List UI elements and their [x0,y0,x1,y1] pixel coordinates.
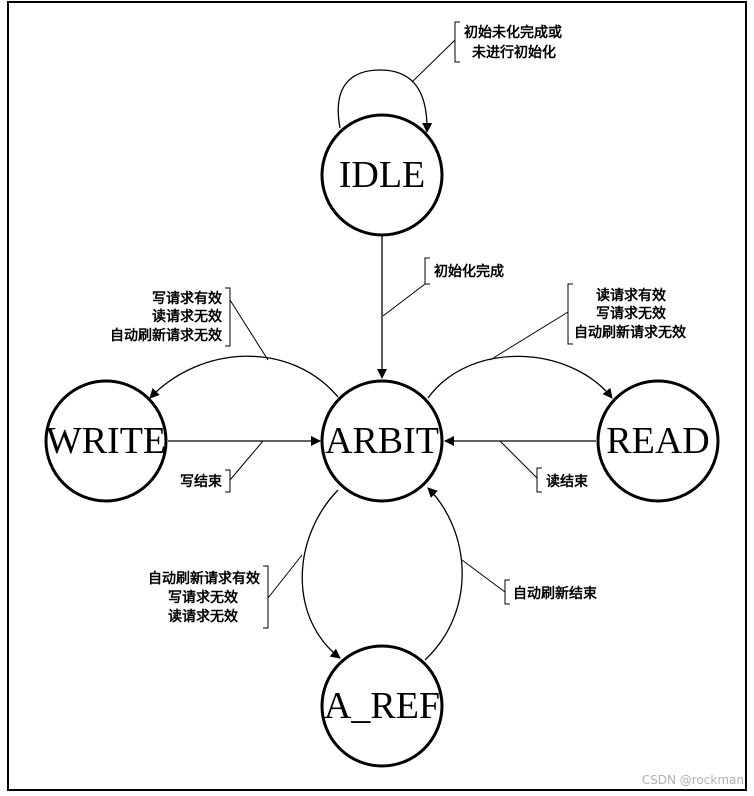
diagram-frame [7,1,747,791]
read-state-circle [596,379,720,503]
to-read-note-line3: 自动刷新请求无效 [574,324,687,341]
to-read-leader [489,283,573,361]
aref-state-label: A_REF [324,685,440,727]
write-state-circle [44,379,168,503]
to-read-note-line1: 读请求有效 [596,287,667,304]
to-aref-leader [263,554,303,629]
idle-loop-note-line1: 初始未化完成或 [464,24,562,41]
read-state-label: READ [606,420,709,462]
aref-state-circle [320,644,444,768]
aref-done-arrow [424,487,463,661]
to-read-note-line2: 写请求无效 [596,305,667,322]
idle-loop-leader [411,21,460,83]
to-write-leader [225,287,269,361]
aref-done-leader [461,559,510,605]
read-done-leader [499,440,542,493]
arbit-to-read-arrow [427,355,613,399]
init-done-note: 初始化完成 [434,263,504,280]
to-write-note-line3: 自动刷新请求无效 [110,327,223,344]
init-done-leader [382,257,430,317]
write-state-label: WRITE [46,420,166,462]
write-done-leader [225,440,264,493]
idle-state-circle [320,113,444,237]
to-aref-note-line2: 写请求无效 [168,589,239,606]
read-done-note: 读结束 [546,473,589,490]
to-write-note-line2: 读请求无效 [152,308,223,325]
arbit-to-aref-arrow [301,489,341,659]
arbit-to-write-arrow [149,355,339,399]
to-write-note-line1: 写请求有效 [152,290,223,307]
idle-state-label: IDLE [339,154,426,196]
arbit-state-label: ARBIT [325,420,439,462]
aref-done-note: 自动刷新结束 [513,585,598,602]
arbit-state-circle [320,379,444,503]
watermark: CSDN @rockman [642,773,744,787]
write-done-note: 写结束 [180,473,223,490]
to-aref-note-line1: 自动刷新请求有效 [148,570,261,587]
idle-loop-note-line2: 未进行初始化 [472,44,556,61]
idle-self-loop-arrow [337,69,433,133]
to-aref-note-line3: 读请求无效 [168,608,239,625]
